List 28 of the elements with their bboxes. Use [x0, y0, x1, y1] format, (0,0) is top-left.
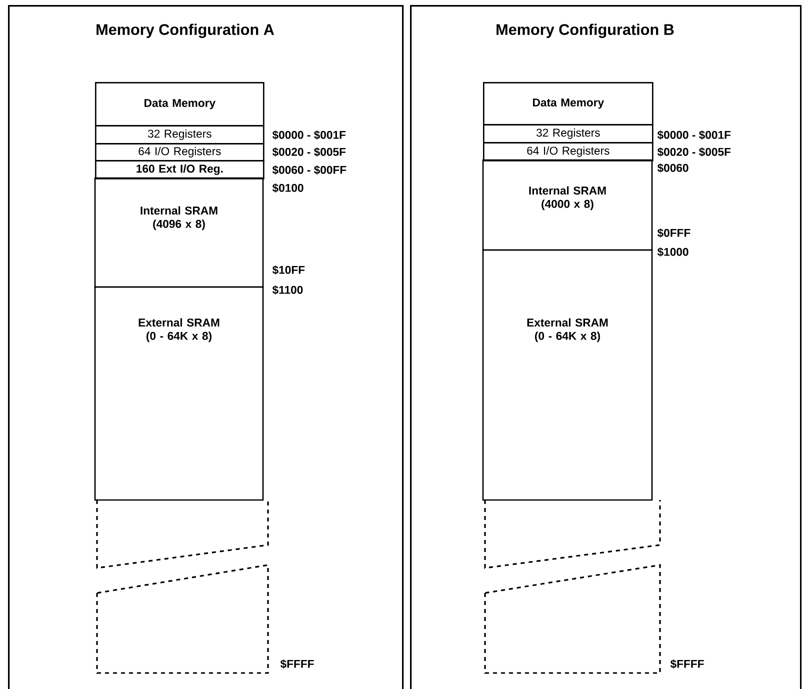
address-label: $0FFF	[657, 228, 690, 238]
memory-block: Internal SRAM (4096 x 8)	[94, 177, 264, 288]
address-label: $FFFF	[280, 659, 314, 669]
memory-block: 160 Ext I/O Reg.	[95, 160, 264, 180]
address-label: $0020 - $005F	[272, 147, 346, 157]
memory-block: External SRAM (0 - 64K x 8)	[482, 249, 653, 501]
dashed-block	[484, 500, 661, 569]
memory-block: External SRAM (0 - 64K x 8)	[94, 286, 264, 501]
memory-block: Data Memory	[95, 82, 264, 126]
memory-block: Internal SRAM (4000 x 8)	[482, 159, 653, 251]
address-label: $10FF	[272, 265, 305, 275]
memory-block: 32 Registers	[483, 124, 654, 144]
memory-block: 64 I/O Registers	[95, 143, 264, 162]
address-label: $0000 - $001F	[657, 130, 731, 140]
address-label: $0060 - $00FF	[272, 165, 346, 175]
address-label: $0000 - $001F	[272, 130, 346, 140]
address-label: $1100	[272, 285, 303, 295]
dashed-block	[96, 564, 269, 674]
memory-block: 32 Registers	[95, 125, 264, 144]
address-label: $0020 - $005F	[657, 147, 731, 157]
address-label: $FFFF	[670, 659, 704, 669]
dashed-block	[96, 500, 269, 569]
memory-block: Data Memory	[483, 82, 654, 126]
address-label: $1000	[657, 247, 688, 257]
address-label: $0060	[657, 163, 688, 173]
memory-block: 64 I/O Registers	[483, 142, 654, 162]
dashed-block	[484, 564, 661, 674]
address-label: $0100	[272, 183, 304, 193]
